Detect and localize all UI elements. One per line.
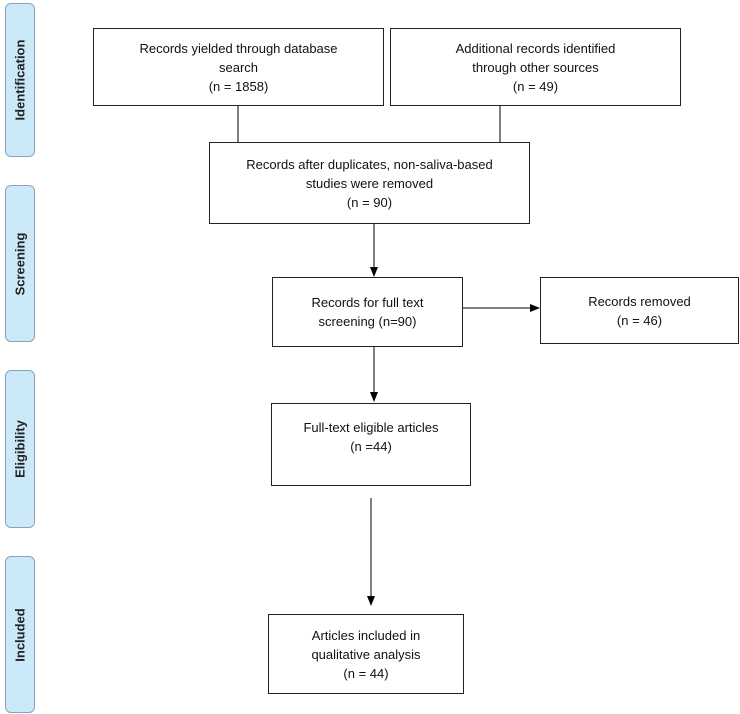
records-removed-line-2: (n = 46) bbox=[616, 312, 663, 328]
database-search-line-1: Records yielded through database bbox=[139, 40, 338, 56]
included-articles-line-2: qualitative analysis bbox=[311, 646, 421, 662]
stage-eligibility: Eligibility bbox=[5, 370, 35, 528]
stage-screening-label: Screening bbox=[12, 232, 28, 295]
stage-eligibility-label: Eligibility bbox=[12, 420, 28, 478]
included-articles-line-3: (n = 44) bbox=[343, 665, 389, 681]
full-text-screening-line-1: Records for full text bbox=[311, 295, 424, 310]
database-search-line-3: (n = 1858) bbox=[208, 78, 269, 94]
stage-screening: Screening bbox=[5, 185, 35, 342]
full-text-screening-line-2: screening (n=90) bbox=[318, 314, 417, 329]
stage-included: Included bbox=[5, 556, 35, 713]
stage-identification: Identification bbox=[5, 3, 35, 157]
box-database-search: Records yielded through database search … bbox=[93, 28, 384, 106]
after-duplicates-line-3: (n = 90) bbox=[346, 194, 393, 210]
eligible-articles-line-1: Full-text eligible articles bbox=[303, 420, 439, 435]
included-articles-line-1: Articles included in bbox=[311, 627, 421, 643]
box-included-articles: Articles included in qualitative analysi… bbox=[268, 614, 464, 694]
after-duplicates-line-1: Records after duplicates, non-saliva-bas… bbox=[246, 156, 493, 172]
eligible-articles-line-2: (n =44) bbox=[350, 439, 392, 454]
records-removed-line-1: Records removed bbox=[588, 293, 691, 309]
stage-included-label: Included bbox=[12, 607, 28, 662]
other-sources-line-1: Additional records identified bbox=[455, 40, 616, 56]
after-duplicates-line-2: studies were removed bbox=[305, 175, 434, 191]
box-after-duplicates: Records after duplicates, non-saliva-bas… bbox=[209, 142, 530, 224]
other-sources-line-3: (n = 49) bbox=[512, 78, 559, 94]
box-other-sources: Additional records identified through ot… bbox=[390, 28, 681, 106]
other-sources-line-2: through other sources bbox=[472, 59, 599, 75]
box-full-text-screening: Records for full text screening (n=90) bbox=[272, 277, 463, 347]
box-eligible-articles: Full-text eligible articles (n =44) bbox=[271, 403, 471, 486]
box-records-removed: Records removed (n = 46) bbox=[540, 277, 739, 344]
stage-identification-label: Identification bbox=[12, 39, 28, 121]
database-search-line-2: search bbox=[218, 59, 259, 75]
